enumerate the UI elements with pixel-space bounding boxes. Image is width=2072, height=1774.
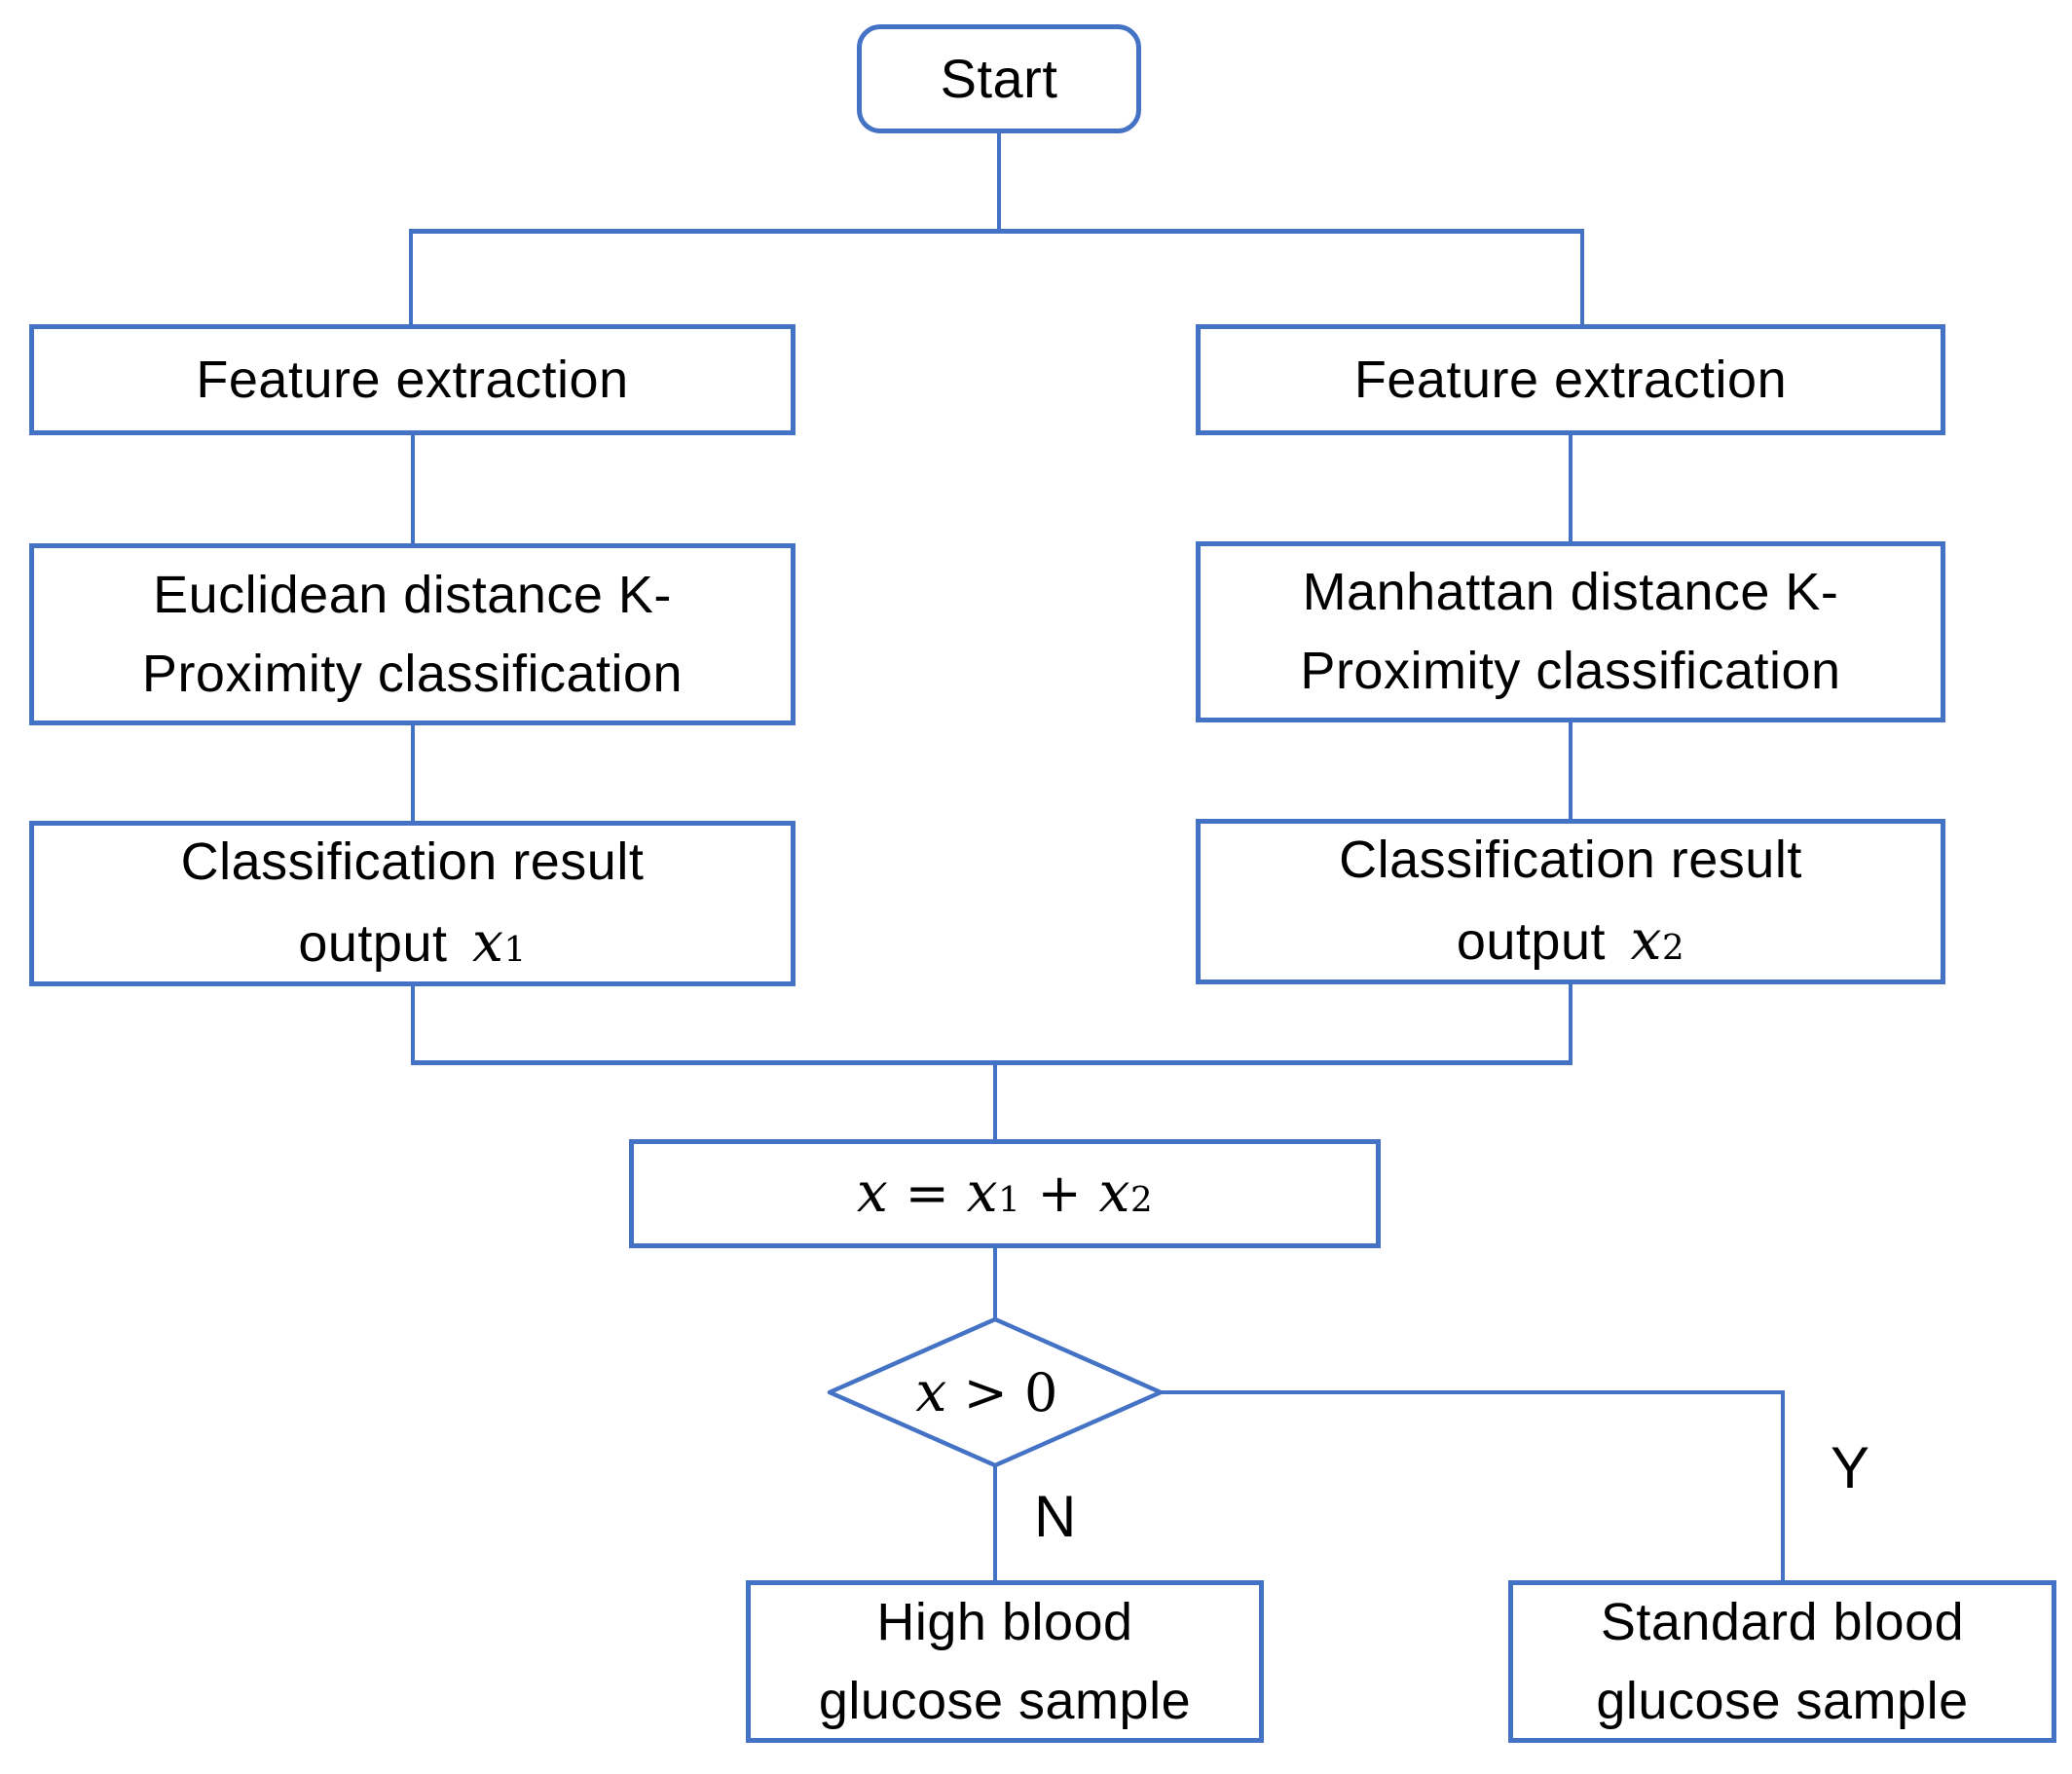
edge-featureright-down bbox=[1569, 435, 1572, 541]
edge-featureleft-down bbox=[411, 435, 415, 543]
edge-merge-horizontal bbox=[411, 1060, 1572, 1065]
math-sub-1: 1 bbox=[998, 1180, 1021, 1221]
math-var-x: x bbox=[915, 1360, 947, 1424]
output-word: output bbox=[1456, 911, 1606, 971]
node-classification-output-x1-line2: output x 1 bbox=[298, 902, 526, 984]
math-var-x: x bbox=[856, 1161, 889, 1226]
node-high-blood-glucose: High blood glucose sample bbox=[746, 1580, 1264, 1743]
math-var-x: x bbox=[1630, 907, 1662, 973]
edge-start-down bbox=[997, 133, 1001, 231]
node-euclidean-knn-line1: Euclidean distance K- bbox=[153, 565, 672, 624]
node-feature-extraction-left: Feature extraction bbox=[29, 324, 796, 435]
equals-sign: = bbox=[905, 1163, 950, 1225]
node-classification-output-x1-line1: Classification result bbox=[180, 832, 645, 891]
edge-split-horizontal bbox=[409, 229, 1584, 234]
math-var-x: x bbox=[1098, 1161, 1130, 1226]
node-manhattan-knn-line2: Proximity classification bbox=[1300, 642, 1841, 700]
edge-decision-yes-right bbox=[1161, 1390, 1785, 1394]
node-euclidean-knn-line2: Proximity classification bbox=[141, 644, 684, 703]
output-word: output bbox=[298, 913, 448, 973]
node-standard-blood-glucose-line1: Standard blood bbox=[1600, 1592, 1965, 1651]
node-feature-extraction-right-label: Feature extraction bbox=[1353, 350, 1788, 409]
edge-merge-down bbox=[993, 1065, 997, 1139]
node-feature-extraction-left-label: Feature extraction bbox=[196, 350, 629, 409]
edge-sum-down bbox=[993, 1248, 997, 1321]
node-start-label: Start bbox=[940, 48, 1058, 109]
node-classification-output-x2-line2: output x 2 bbox=[1457, 900, 1684, 982]
node-classification-output-x2-line1: Classification result bbox=[1339, 830, 1802, 889]
node-start: Start bbox=[857, 24, 1141, 133]
edge-euclidean-down bbox=[411, 725, 415, 821]
node-decision-label: x > 0 bbox=[826, 1315, 1165, 1469]
math-sub-2: 2 bbox=[1661, 927, 1685, 968]
node-high-blood-glucose-line2: glucose sample bbox=[818, 1671, 1192, 1730]
math-var-x: x bbox=[471, 909, 504, 975]
edge-decision-no-down bbox=[993, 1465, 997, 1580]
node-sum-equation-formula: x = x 1 + x 2 bbox=[857, 1152, 1153, 1235]
math-sub-2: 2 bbox=[1130, 1180, 1154, 1221]
node-high-blood-glucose-line1: High blood bbox=[876, 1592, 1133, 1651]
node-classification-output-x1: Classification result output x 1 bbox=[29, 821, 796, 986]
condition-text: > 0 bbox=[963, 1361, 1058, 1423]
math-var-x: x bbox=[966, 1161, 999, 1226]
node-standard-blood-glucose-line2: glucose sample bbox=[1596, 1671, 1969, 1730]
edge-split-left-down bbox=[409, 232, 413, 326]
node-sum-equation: x = x 1 + x 2 bbox=[629, 1139, 1381, 1248]
node-euclidean-knn: Euclidean distance K- Proximity classifi… bbox=[29, 543, 796, 725]
node-manhattan-knn: Manhattan distance K- Proximity classifi… bbox=[1196, 541, 1945, 722]
edge-outputleft-down bbox=[411, 986, 415, 1062]
node-decision-diamond bbox=[827, 1316, 1164, 1468]
edge-split-right-down bbox=[1580, 232, 1584, 326]
edge-manhattan-down bbox=[1569, 722, 1572, 819]
edge-outputright-down bbox=[1569, 984, 1572, 1062]
node-classification-output-x2: Classification result output x 2 bbox=[1196, 819, 1945, 984]
edge-label-no: N bbox=[1034, 1484, 1077, 1549]
edge-decision-yes-down bbox=[1781, 1394, 1785, 1580]
edge-label-yes: Y bbox=[1831, 1435, 1870, 1500]
node-manhattan-knn-line1: Manhattan distance K- bbox=[1302, 563, 1839, 621]
plus-sign: + bbox=[1037, 1163, 1083, 1225]
node-standard-blood-glucose: Standard blood glucose sample bbox=[1508, 1580, 2056, 1743]
node-feature-extraction-right: Feature extraction bbox=[1196, 324, 1945, 435]
math-sub-1: 1 bbox=[503, 929, 527, 970]
